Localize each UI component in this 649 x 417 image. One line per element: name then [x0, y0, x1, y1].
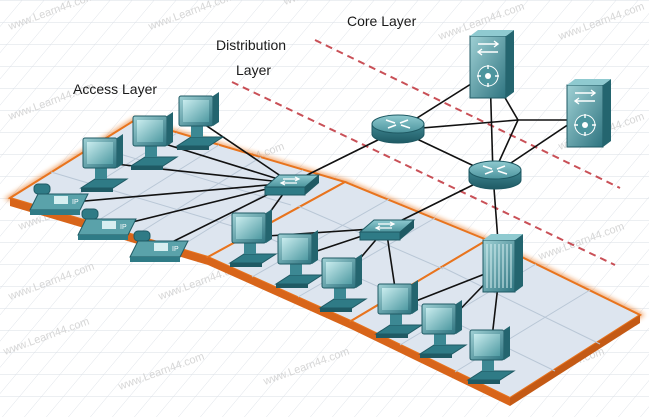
network-cable: [61, 182, 292, 204]
switch-icon: [358, 219, 416, 241]
workstation-icon: [129, 112, 179, 170]
core-multilayer-switch-icon: [566, 79, 611, 148]
distribution-core-divider: [314, 39, 621, 189]
workstation-icon: [274, 230, 324, 288]
core-layer-label: Core Layer: [347, 13, 417, 29]
workstation-icon: [374, 280, 424, 338]
workstation-icon: [228, 209, 278, 267]
ip-phone-icon: IP: [77, 208, 137, 240]
workstation-icon: [175, 92, 225, 150]
router-icon: [468, 160, 522, 190]
network-cable: [107, 182, 292, 229]
device-layer: IP IP IP: [29, 30, 611, 384]
ip-phone-icon: IP: [129, 230, 189, 262]
server-icon: [482, 234, 523, 293]
ip-badge: IP: [72, 199, 79, 206]
distribution-layer-label-line2: Layer: [236, 62, 271, 78]
workstation-icon: [418, 300, 468, 358]
network-cable: [151, 139, 292, 184]
access-layer-label: Access Layer: [73, 81, 157, 97]
switch-icon: [263, 174, 321, 196]
core-multilayer-switch-icon: [469, 30, 514, 99]
ip-badge: IP: [172, 246, 179, 253]
distribution-layer-label-line1: Distribution: [216, 37, 286, 53]
layer-dividers: [231, 39, 621, 266]
ip-badge: IP: [120, 224, 127, 231]
workstation-icon: [79, 134, 129, 192]
ip-phone-icon: IP: [29, 183, 89, 215]
router-icon: [371, 114, 425, 144]
access-distribution-divider: [231, 81, 616, 266]
workstation-icon: [318, 254, 368, 312]
network-cable: [197, 119, 292, 184]
workstation-icon: [466, 326, 516, 384]
